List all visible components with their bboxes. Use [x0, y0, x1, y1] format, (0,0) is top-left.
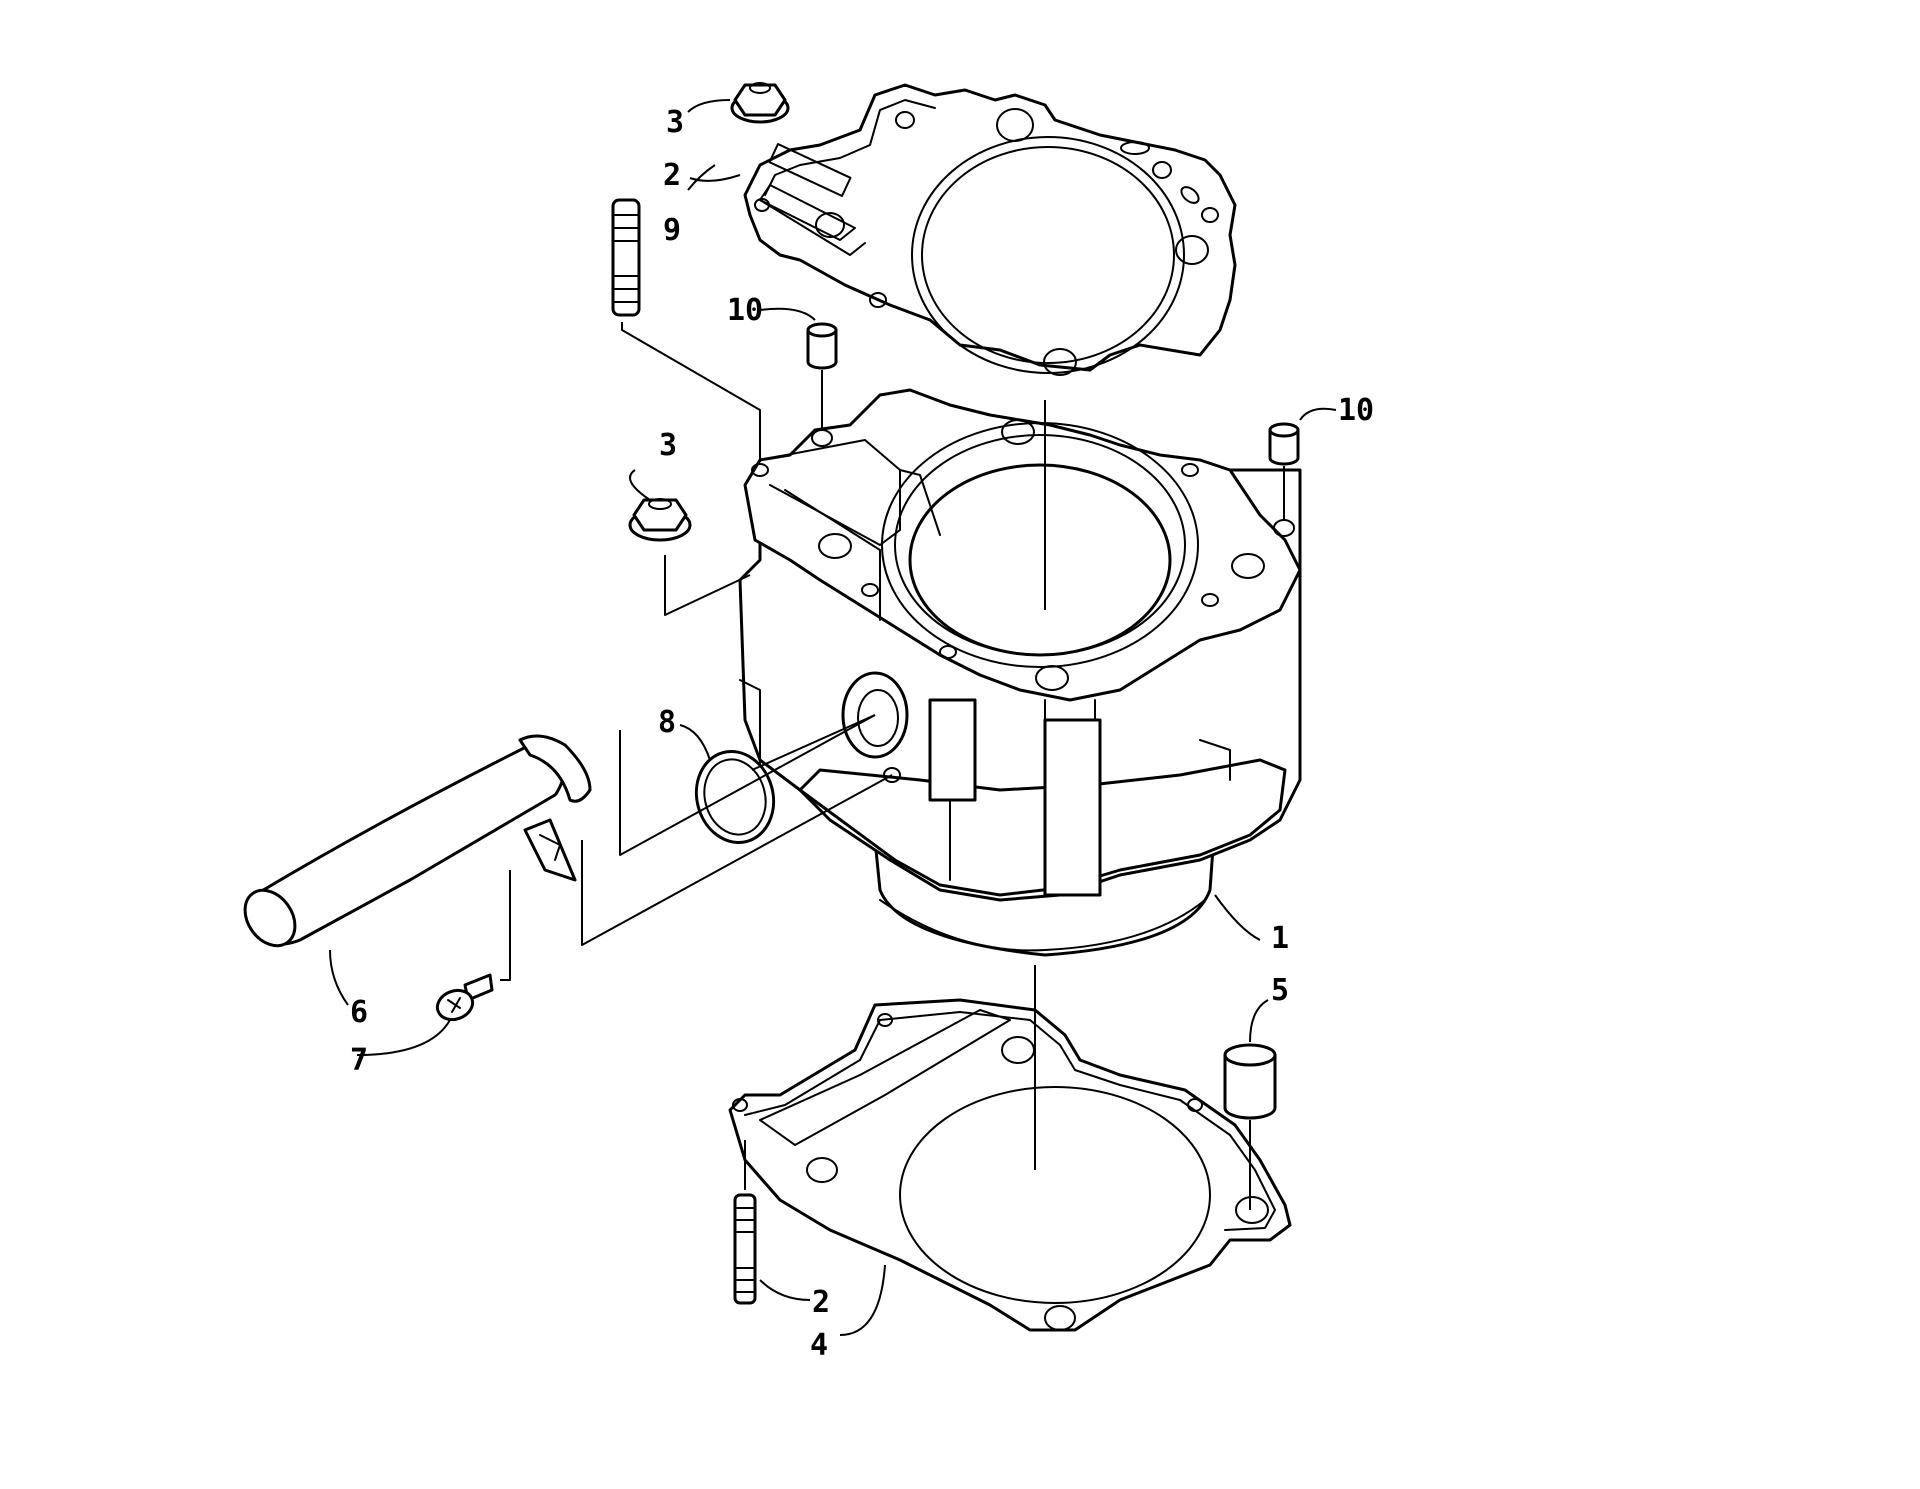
callout-2-upper-stud: 2 — [663, 158, 681, 193]
dowel-sleeve-lower — [1223, 1043, 1277, 1120]
callout-8-o-ring: 8 — [658, 705, 676, 740]
callout-5-lower-dowel: 5 — [1271, 973, 1289, 1008]
leader-lines — [329, 99, 1337, 1336]
dowel-pin-left — [806, 322, 838, 370]
stud-upper — [611, 198, 641, 317]
callouts: 3 2 9 10 10 3 8 1 5 6 7 2 4 — [350, 105, 1374, 1363]
bolt — [435, 973, 494, 1022]
callout-3-middle-nut: 3 — [659, 428, 677, 463]
o-ring — [694, 749, 776, 845]
callout-7-bolt: 7 — [350, 1043, 368, 1078]
callout-6-coolant-pipe: 6 — [350, 995, 368, 1030]
callout-3-upper-nut: 3 — [666, 105, 684, 140]
cylinder — [738, 388, 1302, 957]
callout-9-head-gasket: 9 — [663, 213, 681, 248]
dowel-pin-right — [1268, 422, 1300, 466]
callout-1-cylinder: 1 — [1271, 921, 1289, 956]
base-gasket — [728, 998, 1292, 1332]
callout-4-base-gasket: 4 — [810, 1328, 828, 1363]
coolant-pipe — [243, 734, 592, 948]
callout-10-dowel-right: 10 — [1338, 393, 1374, 428]
callout-10-dowel-left: 10 — [727, 293, 763, 328]
stud-lower — [733, 1193, 757, 1305]
callout-2-lower-stud: 2 — [812, 1285, 830, 1320]
flange-nut-middle — [628, 498, 692, 542]
head-gasket — [743, 83, 1237, 376]
flange-nut-upper — [730, 82, 790, 124]
